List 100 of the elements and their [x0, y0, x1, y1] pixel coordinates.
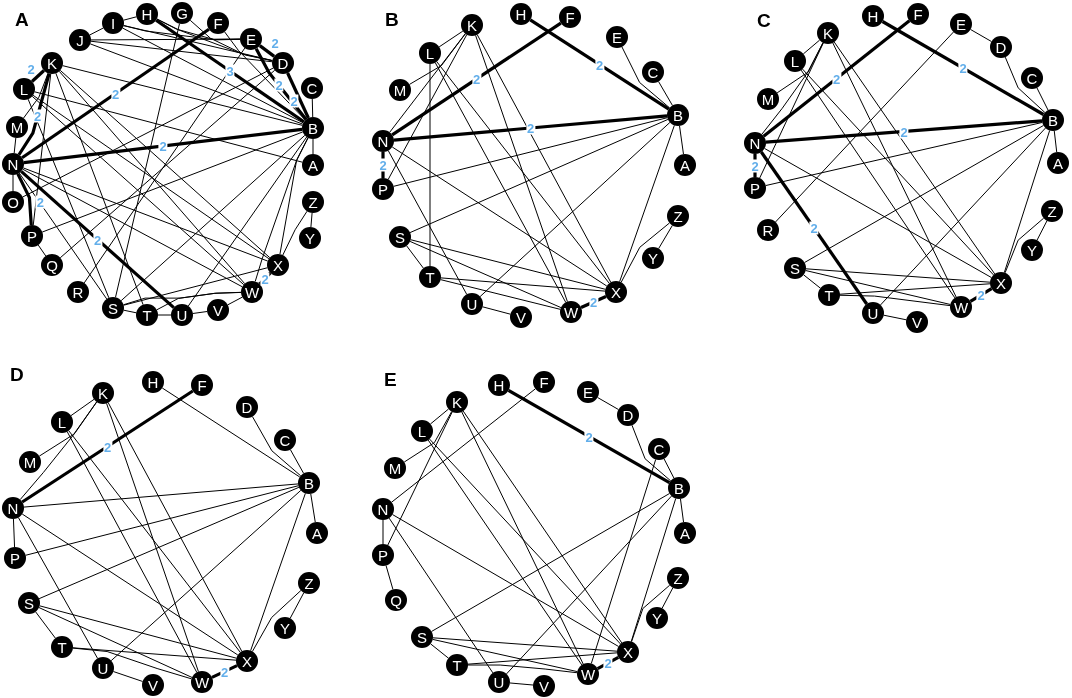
node-circle: [13, 78, 35, 100]
node-label: S: [417, 629, 427, 645]
edge-line: [663, 458, 675, 479]
node-circle: [1041, 200, 1063, 222]
edge-line: [115, 23, 180, 298]
edge-line: [22, 67, 274, 198]
edge-line: [630, 498, 677, 642]
edge-line: [409, 240, 562, 309]
edge-line: [1036, 87, 1049, 111]
edge-line: [658, 224, 673, 250]
node-label: Y: [652, 610, 662, 626]
edge-line: [187, 136, 308, 307]
node-circle: [298, 472, 320, 494]
node-label: K: [98, 385, 108, 401]
node-label: H: [493, 377, 505, 393]
edge-line: [89, 27, 104, 36]
node-label: W: [194, 674, 210, 690]
edge-line: [385, 565, 394, 590]
edge-label: 2: [26, 62, 36, 76]
edge-line: [211, 664, 238, 679]
edge-line: [432, 638, 578, 673]
edge-line: [883, 314, 907, 321]
node-label: I: [110, 15, 116, 31]
node-circle: [4, 547, 26, 569]
edge-line: [482, 306, 511, 315]
node-label: Z: [308, 194, 318, 210]
edge-label: 2: [219, 665, 230, 678]
node-label: U: [97, 660, 109, 676]
edge-line: [429, 63, 431, 267]
edge-line: [161, 387, 301, 478]
node-circle: [302, 117, 324, 139]
edge-line: [833, 41, 996, 275]
edge-line: [429, 438, 621, 645]
edge-line: [1036, 220, 1048, 241]
edge-line: [38, 607, 193, 678]
node-circle: [142, 674, 164, 696]
node-circle: [862, 5, 884, 27]
node-label: C: [1026, 70, 1038, 86]
panel-label: B: [385, 10, 399, 29]
edge-line: [258, 44, 276, 58]
node-circle: [136, 304, 158, 326]
node-circle: [667, 205, 689, 227]
node-label: A: [680, 157, 690, 173]
node-label: A: [680, 525, 690, 541]
node-label: U: [466, 296, 478, 312]
node-label: Y: [1027, 242, 1037, 258]
edge-line: [761, 42, 824, 135]
node-circle: [302, 154, 324, 176]
node-label: F: [539, 374, 549, 390]
node-label: K: [452, 394, 462, 410]
edge-line: [39, 605, 237, 659]
edge-line: [621, 46, 671, 109]
edge-line: [529, 18, 670, 111]
node-label: C: [306, 80, 318, 96]
node-circle: [171, 304, 193, 326]
edge-line: [430, 643, 449, 659]
edge-line: [22, 168, 243, 288]
node-label: Y: [305, 230, 315, 246]
edge-line: [436, 61, 610, 284]
edge-line: [23, 483, 299, 508]
node-circle: [488, 374, 510, 396]
edge-line: [467, 652, 618, 665]
node-circle: [102, 12, 124, 34]
node-label: L: [425, 45, 435, 61]
edge-line: [970, 29, 992, 42]
edge-line: [805, 268, 991, 283]
node-label: N: [749, 135, 761, 151]
edge-line: [34, 91, 303, 163]
node-circle: [372, 544, 394, 566]
node-label: M: [10, 119, 24, 135]
edge-label: 2: [270, 36, 280, 50]
edge-line: [72, 647, 237, 661]
edge-line: [106, 402, 199, 673]
edge-line: [506, 495, 672, 675]
node-label: T: [142, 307, 152, 323]
edge-line: [31, 95, 245, 286]
edge-line: [387, 34, 468, 180]
edge-line: [112, 671, 144, 682]
edge-line: [17, 517, 99, 659]
edge-line: [13, 137, 17, 154]
node-circle: [617, 641, 639, 663]
node-label: R: [762, 222, 774, 238]
node-circle: [1047, 152, 1069, 174]
edge-line: [802, 39, 821, 55]
node-label: B: [304, 475, 314, 491]
edge-line: [21, 389, 194, 504]
edge-line: [251, 589, 302, 652]
edge-line: [410, 239, 606, 290]
edge-line: [12, 518, 16, 548]
node-circle: [18, 592, 40, 614]
edge-line: [90, 38, 241, 41]
node-circle: [510, 306, 532, 328]
node-circle: [605, 281, 627, 303]
node-circle: [272, 52, 294, 74]
edge-line: [764, 147, 992, 279]
edge-line: [832, 42, 957, 298]
node-label: H: [867, 8, 879, 24]
node-label: H: [147, 374, 159, 390]
edge-line: [1004, 217, 1045, 274]
edge-line: [440, 277, 606, 292]
